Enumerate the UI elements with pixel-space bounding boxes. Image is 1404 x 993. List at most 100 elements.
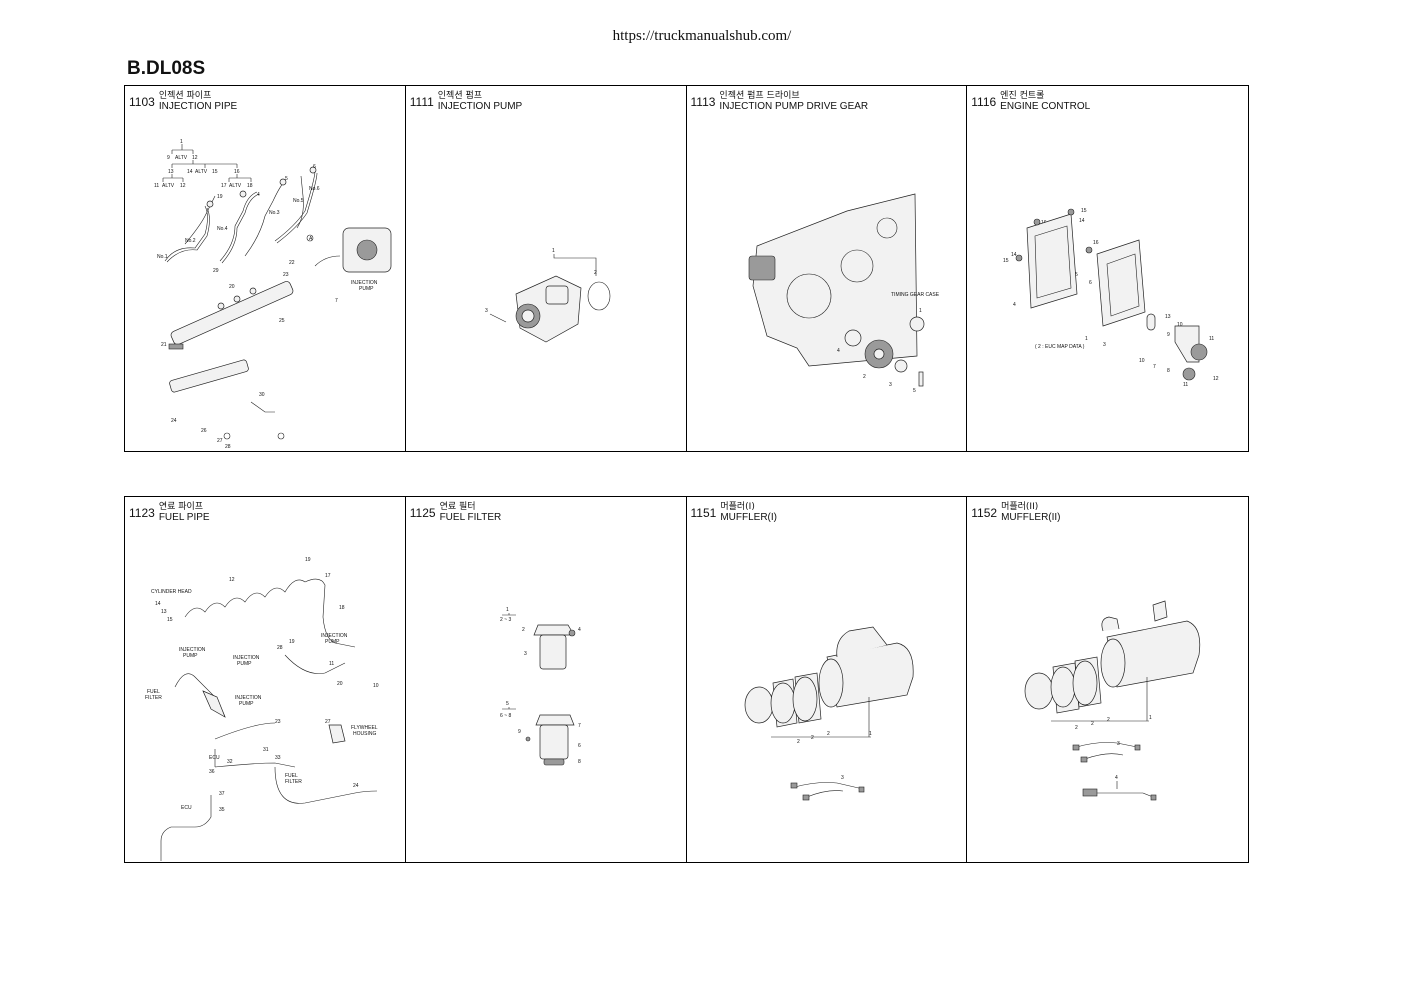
part-label: 24: [171, 418, 177, 424]
part-label: 17: [325, 573, 331, 579]
part-label: A: [309, 236, 313, 242]
part-label: 31: [263, 747, 269, 753]
part-label: ALTV: [175, 155, 188, 161]
part-label: 32: [227, 759, 233, 765]
panel-header: 1151 머플러(I) MUFFLER(I): [691, 502, 777, 523]
panel-1103-injection-pipe[interactable]: 1103 인젝션 파이프 INJECTION PIPE 1 9 ALTV 12 …: [125, 86, 406, 451]
panel-code: 1111: [409, 95, 434, 109]
part-label: 10: [1177, 322, 1183, 328]
panel-name-en: INJECTION PUMP: [437, 101, 523, 112]
panel-code: 1123: [129, 506, 155, 520]
injection-pump-diagram: 1 2 3: [485, 248, 611, 343]
part-label: FILTER: [285, 779, 302, 785]
part-label: 11: [1183, 382, 1188, 388]
part-label: INJECTION: [235, 695, 262, 701]
part-label: 2: [1107, 717, 1110, 723]
panel-1125-fuel-filter[interactable]: 1125 연료 필터 FUEL FILTER 1 2 ~ 3 2 4 3 5 6…: [406, 497, 687, 862]
part-label: 16: [234, 169, 240, 175]
part-label: 7: [335, 298, 338, 304]
part-label: 15: [1003, 258, 1009, 264]
part-label: 8: [578, 759, 581, 765]
engine-control-diagram: 15 16 14 14 16 15 14 5 6 4 13 10 9 11 1 …: [1003, 208, 1219, 388]
panel-1111-injection-pump[interactable]: 1111 인젝션 펌프 INJECTION PUMP 1 2 3: [406, 86, 687, 451]
part-label: 30: [259, 392, 265, 398]
part-label: 18: [247, 183, 253, 189]
part-label: ( 2 : EUC MAP DATA ): [1035, 344, 1085, 350]
part-label: 15: [167, 617, 173, 623]
part-label: 14: [187, 169, 193, 175]
part-label: 33: [275, 755, 281, 761]
panel-1113-injection-pump-drive-gear[interactable]: 1113 인젝션 펌프 드라이브 INJECTION PUMP DRIVE GE…: [687, 86, 968, 451]
part-label: 28: [225, 444, 231, 450]
panel-header: 1123 연료 파이프 FUEL PIPE: [129, 502, 210, 523]
fuel-filter-diagram: 1 2 ~ 3 2 4 3 5 6 ~ 8 7 9 6 8: [500, 607, 581, 766]
panel-name-en: FUEL FILTER: [439, 512, 502, 523]
part-label: No.1: [157, 254, 168, 260]
part-label: 2: [522, 627, 525, 633]
part-label: 3: [1117, 741, 1120, 747]
part-label: No.6: [309, 186, 320, 192]
document-title: B.DL08S: [127, 58, 206, 79]
part-label: 19: [289, 639, 295, 645]
part-label: 6: [1089, 280, 1092, 286]
muffler-i-diagram: 1 2 2 2 3: [744, 626, 914, 801]
part-label: 25: [279, 318, 285, 324]
fuel-pipe-diagram: 12 19 17 CYLINDER HEAD 14 13 15 18 INJEC…: [145, 557, 379, 861]
part-label: 6: [313, 164, 316, 170]
part-label: 29: [213, 268, 219, 274]
part-label: 9: [167, 155, 170, 161]
drive-gear-diagram: TIMING GEAR CASE 1 4 2 3 5: [748, 193, 939, 394]
panel-1151-muffler-i[interactable]: 1151 머플러(I) MUFFLER(I) 1 2 2 2 3: [687, 497, 968, 862]
part-label: PUMP: [325, 639, 340, 645]
panel-name-ko: 머플러(II): [1001, 502, 1039, 512]
part-label: 21: [161, 342, 167, 348]
part-label: INJECTION: [351, 280, 378, 286]
part-label: 16: [1093, 240, 1099, 246]
part-label: FUEL: [147, 689, 160, 695]
panel-1116-engine-control[interactable]: 1116 엔진 컨트롤 ENGINE CONTROL 15 16 14 14 1…: [967, 86, 1248, 451]
part-label: 13: [168, 169, 174, 175]
part-label: 27: [217, 438, 223, 444]
part-label: 2: [594, 270, 597, 276]
panel-1152-muffler-ii[interactable]: 1152 머플러(II) MUFFLER(II) 1 2 2 2 3: [967, 497, 1248, 862]
part-label: 1: [919, 308, 922, 314]
panel-name-ko: 연료 필터: [439, 502, 476, 512]
part-label: FUEL: [285, 773, 298, 779]
part-label: 4: [1115, 775, 1118, 781]
part-label: 8: [1167, 368, 1170, 374]
part-label: 12: [180, 183, 186, 189]
panel-code: 1103: [129, 95, 155, 109]
part-label: 2: [1091, 721, 1094, 727]
part-label: 4: [1013, 302, 1016, 308]
part-label: 15: [1081, 208, 1087, 214]
part-label: 14: [1079, 218, 1085, 224]
panel-code: 1151: [690, 506, 717, 520]
injection-pipe-diagram: 1 9 ALTV 12 13 14 ALTV 15 16 11 ALTV 12 …: [154, 139, 392, 450]
part-label: 5: [913, 388, 916, 394]
part-label: 10: [1139, 358, 1145, 364]
part-label: 12: [1213, 376, 1219, 382]
part-label: ECU: [209, 755, 220, 761]
part-label: CYLINDER HEAD: [151, 589, 192, 595]
part-label: 7: [1153, 364, 1156, 370]
panel-header: 1152 머플러(II) MUFFLER(II): [971, 502, 1060, 523]
part-label: 6: [578, 743, 581, 749]
panel-1123-fuel-pipe[interactable]: 1123 연료 파이프 FUEL PIPE 12 19 17 CYLINDER …: [125, 497, 406, 862]
part-label: 3: [889, 382, 892, 388]
part-label: 1: [180, 139, 183, 145]
part-label: 4: [257, 192, 260, 198]
muffler-ii-diagram: 1 2 2 2 3 4: [1024, 600, 1201, 801]
part-label: 3: [524, 651, 527, 657]
part-label: 36: [209, 769, 215, 775]
part-label: FILTER: [145, 695, 162, 701]
part-label: 2 ~ 3: [500, 617, 511, 623]
panel-name-ko: 연료 파이프: [158, 502, 204, 512]
part-label: 9: [1167, 332, 1170, 338]
panel-header: 1113 인젝션 펌프 드라이브 INJECTION PUMP DRIVE GE…: [691, 91, 869, 112]
panel-name-ko: 인젝션 펌프 드라이브: [719, 91, 800, 101]
part-label: INJECTION: [179, 647, 206, 653]
part-label: 11: [329, 661, 334, 667]
part-label: 1: [1149, 715, 1152, 721]
source-url[interactable]: https://truckmanualshub.com/: [612, 28, 792, 44]
part-label: ALTV: [195, 169, 208, 175]
